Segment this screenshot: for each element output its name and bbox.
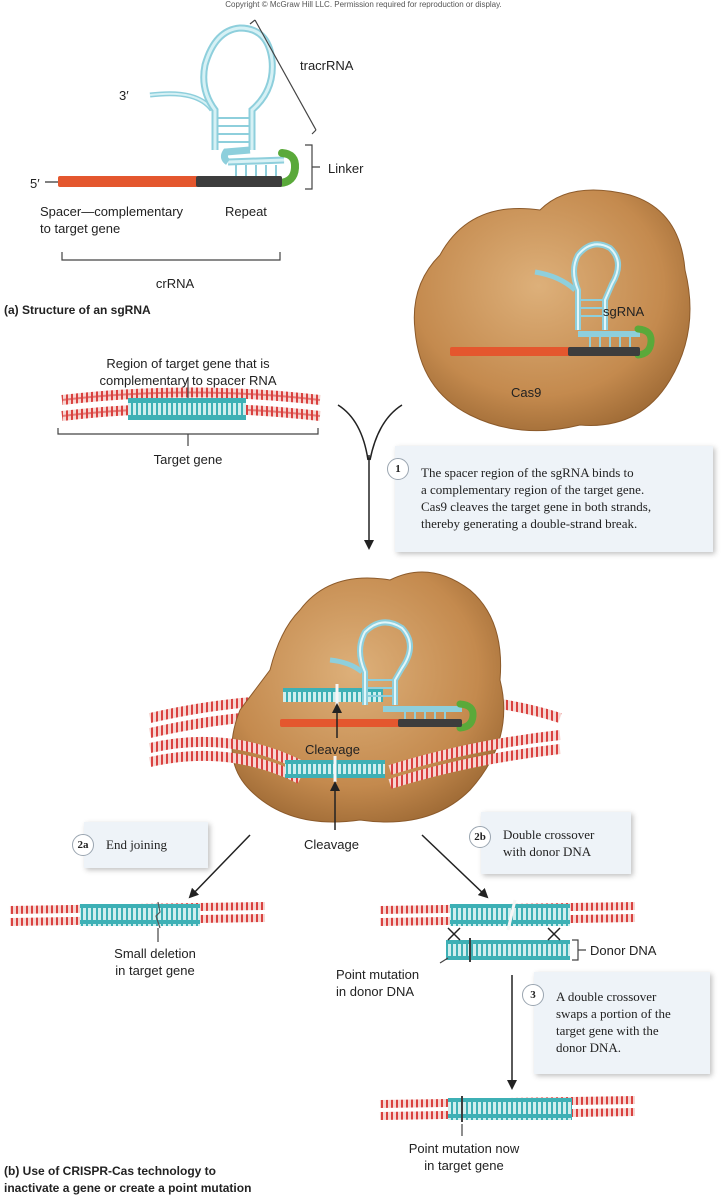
merge-arrow: [337, 404, 403, 550]
target-gene-dna: [57, 377, 321, 446]
panel-a-caption: (a) Structure of an sgRNA: [4, 303, 151, 317]
crossover-dna: [379, 899, 636, 1090]
repeat-label: Repeat: [225, 204, 267, 219]
cas9-complex-top: [413, 189, 691, 432]
step-3-number: 3: [522, 984, 544, 1006]
point-mutation-result-dna: [379, 1096, 636, 1136]
three-prime-label: 3′: [119, 88, 129, 103]
cas9-label: Cas9: [511, 385, 542, 400]
panel-b-caption-line1: (b) Use of CRISPR-Cas technology to: [4, 1164, 217, 1178]
sgrna-label: sgRNA: [603, 304, 645, 319]
step-2b-line-1: Double crossover: [503, 827, 595, 842]
step-3-line-3: target gene with the: [556, 1023, 659, 1038]
step-3-box: 3 A double crossover swaps a portion of …: [522, 972, 710, 1074]
donor-dna-label: Donor DNA: [590, 943, 657, 958]
cas9-bound-dna: [148, 571, 562, 830]
panel-b-caption-line2: inactivate a gene or create a point muta…: [4, 1181, 252, 1195]
linker-label: Linker: [328, 161, 364, 176]
arrow-to-crossover: [421, 834, 489, 899]
step-2b-number: 2b: [469, 826, 491, 848]
region-label-line2: complementary to spacer RNA: [99, 373, 277, 388]
step-2b-box: 2b Double crossover with donor DNA: [469, 812, 631, 874]
sgrna-structure: [45, 19, 320, 261]
step-3-line-2: swaps a portion of the: [556, 1006, 671, 1021]
step-1-line-3: Cas9 cleaves the target gene in both str…: [421, 499, 652, 514]
cleavage-top-label: Cleavage: [305, 742, 360, 757]
region-label-line1: Region of target gene that is: [106, 356, 270, 371]
step-1-line-1: The spacer region of the sgRNA binds to: [421, 465, 634, 480]
point-mutation-now-line1: Point mutation now: [408, 1141, 520, 1156]
spacer-label-line1: Spacer—complementary: [40, 204, 184, 219]
step-2b-line-2: with donor DNA: [503, 844, 592, 859]
step-2a-text: End joining: [106, 837, 168, 852]
step-3-line-4: donor DNA.: [556, 1040, 621, 1055]
point-mutation-donor-line1: Point mutation: [336, 967, 420, 982]
step-2a-number: 2a: [72, 834, 94, 856]
point-mutation-now-line2: in target gene: [424, 1158, 504, 1173]
step-1-line-4: thereby generating a double-strand break…: [421, 516, 638, 531]
step-1-box: 1 The spacer region of the sgRNA binds t…: [387, 446, 713, 552]
small-deletion-line2: in target gene: [115, 963, 195, 978]
step-2a-box: 2a End joining: [72, 822, 208, 868]
five-prime-label: 5′: [30, 176, 40, 191]
tracrrna-label: tracrRNA: [300, 58, 354, 73]
cleavage-bottom-label: Cleavage: [304, 837, 359, 852]
arrow-to-end-joining: [188, 834, 251, 899]
small-deletion-line1: Small deletion: [114, 946, 196, 961]
step-1-number: 1: [387, 458, 409, 480]
target-gene-label: Target gene: [153, 452, 223, 467]
crrna-label: crRNA: [155, 276, 195, 291]
step-3-line-1: A double crossover: [556, 989, 657, 1004]
spacer-label-line2: to target gene: [40, 221, 121, 236]
step-1-line-2: a complementary region of the target gen…: [421, 482, 645, 497]
copyright-notice: Copyright © McGraw Hill LLC. Permission …: [225, 0, 502, 9]
deletion-result-dna: [9, 901, 266, 942]
point-mutation-donor-line2: in donor DNA: [336, 984, 415, 999]
